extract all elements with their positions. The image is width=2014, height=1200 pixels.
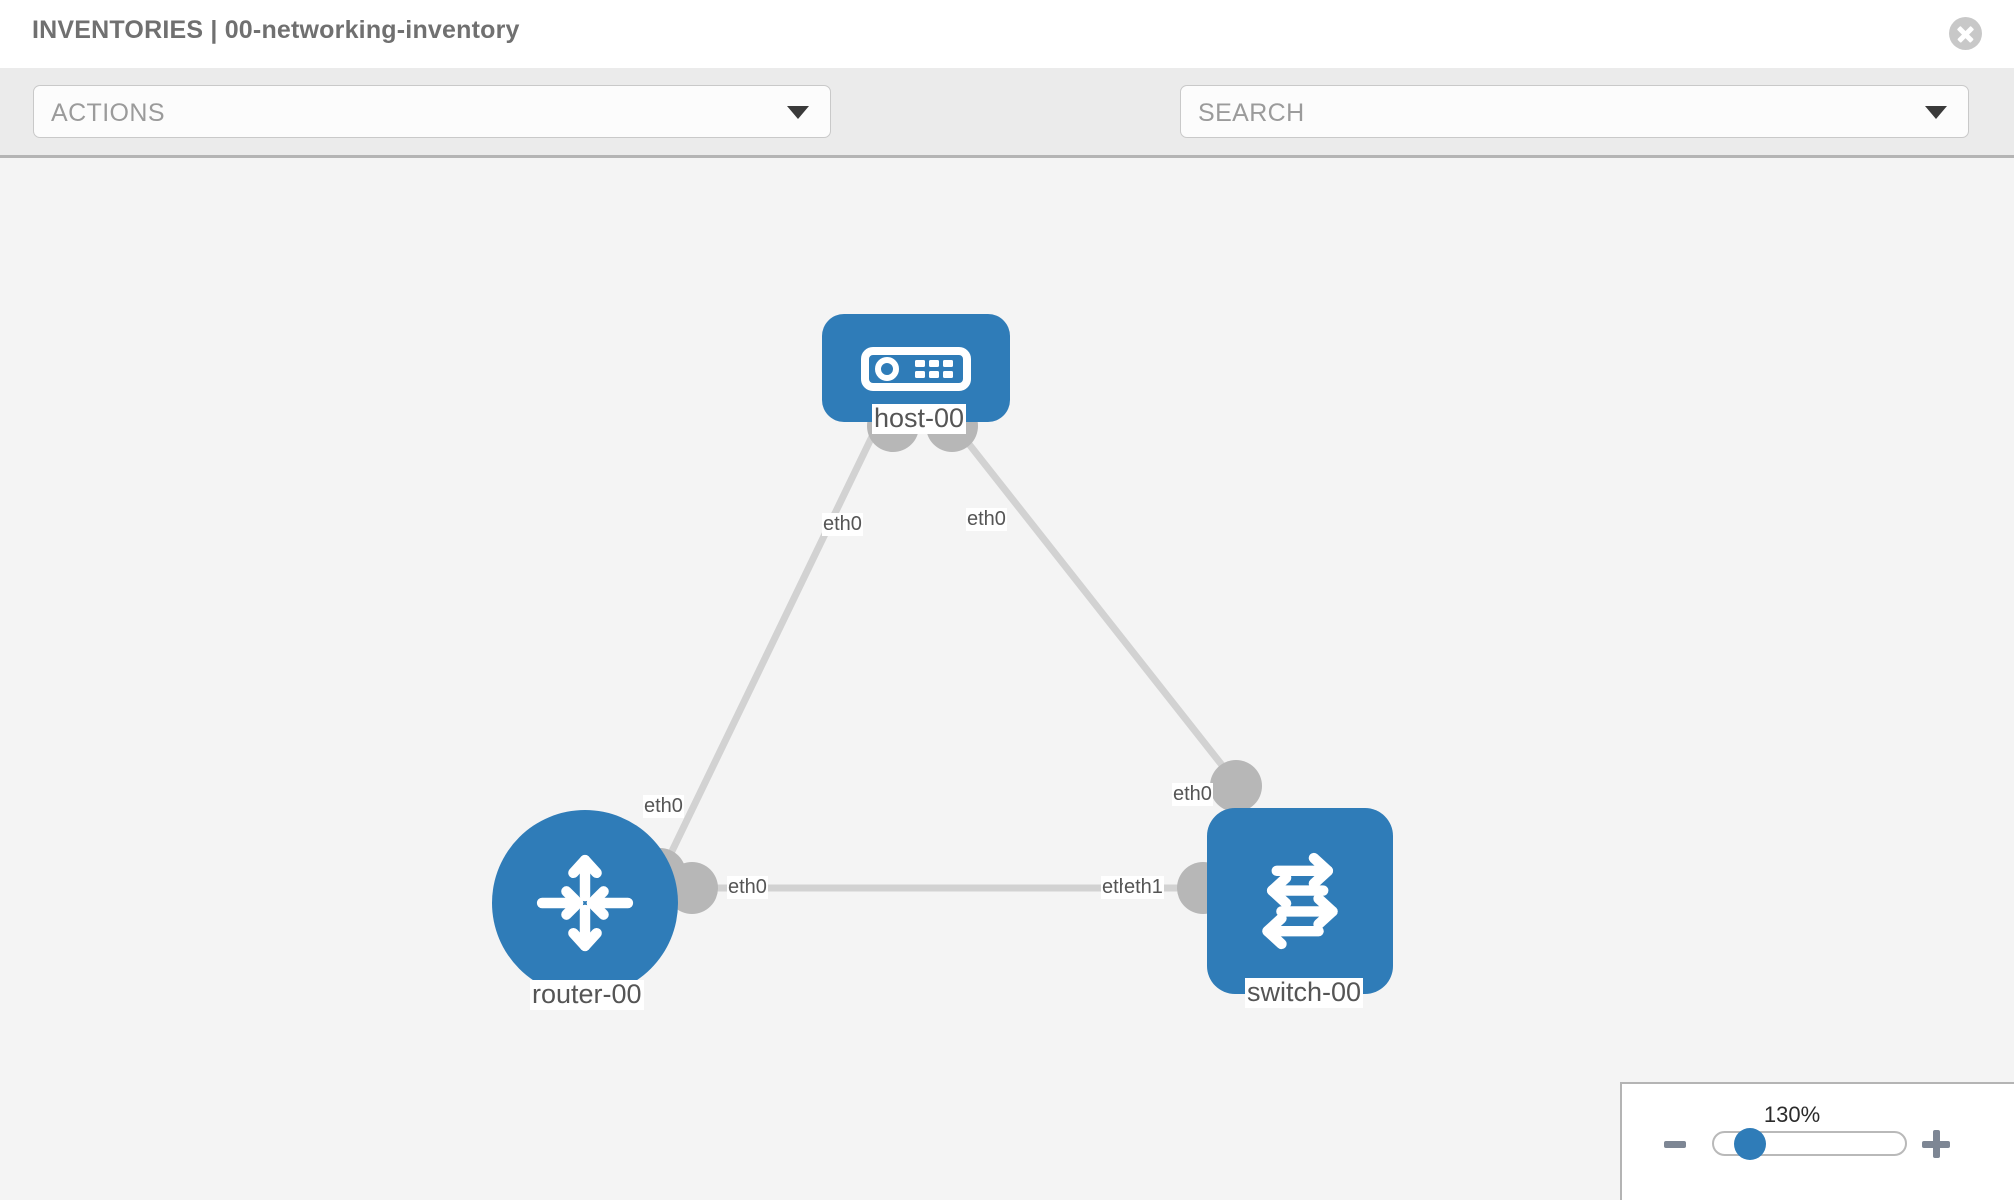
iface-label-switch-left-b: eth1 bbox=[1123, 876, 1164, 899]
switch-node-shape bbox=[1207, 808, 1393, 994]
node-label-host-00: host-00 bbox=[872, 403, 967, 434]
iface-label-switch-up: eth0 bbox=[1172, 783, 1213, 806]
chevron-down-icon bbox=[787, 106, 809, 119]
router-arrows-icon bbox=[536, 854, 634, 952]
search-input[interactable]: SEARCH bbox=[1180, 85, 1969, 138]
zoom-slider-thumb[interactable] bbox=[1734, 1128, 1766, 1160]
zoom-in-button[interactable] bbox=[1922, 1130, 1950, 1158]
page-header: INVENTORIES | 00-networking-inventory bbox=[0, 0, 2014, 68]
actions-dropdown[interactable]: ACTIONS bbox=[33, 85, 831, 138]
zoom-out-button[interactable] bbox=[1664, 1141, 1686, 1148]
node-label-switch-00: switch-00 bbox=[1245, 977, 1364, 1008]
zoom-control-panel: 130% bbox=[1620, 1082, 2014, 1200]
router-node-shape bbox=[492, 810, 678, 996]
host-node-shape bbox=[822, 314, 1010, 422]
iface-label-router-up: eth0 bbox=[643, 795, 684, 818]
connector-dot-router-right bbox=[666, 862, 718, 914]
zoom-level-label: 130% bbox=[1763, 1102, 1821, 1127]
topology-canvas[interactable]: eth0 eth0 eth0 eth0 eth0 eth eth1 host-0… bbox=[0, 158, 2014, 1200]
topology-links-layer bbox=[634, 400, 1262, 914]
link-host-router bbox=[656, 416, 884, 880]
iface-label-host-right: eth0 bbox=[966, 508, 1007, 531]
close-icon[interactable] bbox=[1949, 17, 1982, 50]
chevron-down-icon bbox=[1925, 106, 1947, 119]
iface-label-router-right: eth0 bbox=[727, 876, 768, 899]
actions-dropdown-label: ACTIONS bbox=[51, 99, 165, 127]
toolbar: ACTIONS SEARCH bbox=[0, 68, 2014, 193]
connector-dot-switch-up bbox=[1210, 760, 1262, 812]
iface-label-host-left: eth0 bbox=[822, 513, 863, 536]
search-placeholder: SEARCH bbox=[1198, 99, 1305, 127]
page-title: INVENTORIES | 00-networking-inventory bbox=[32, 16, 520, 44]
node-label-router-00: router-00 bbox=[530, 979, 644, 1010]
link-host-switch bbox=[946, 416, 1244, 792]
server-icon bbox=[861, 347, 971, 391]
switch-arrows-icon bbox=[1262, 852, 1338, 950]
